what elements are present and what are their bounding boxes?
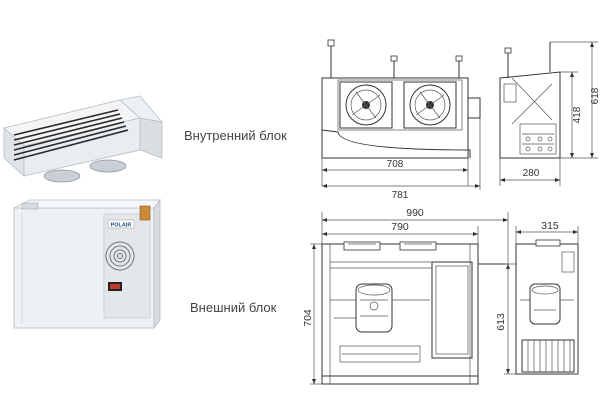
dim-outdoor-790: 790	[391, 221, 409, 233]
dim-outdoor-704: 704	[302, 309, 314, 327]
indoor-unit-photo	[3, 95, 164, 183]
dim-indoor-280: 280	[523, 168, 540, 179]
outdoor-fan-grille	[105, 241, 135, 271]
indoor-side-drawing: 280 418 618	[499, 41, 600, 186]
indoor-front-drawing: 708 781	[321, 39, 481, 201]
dim-indoor-418: 418	[572, 106, 583, 123]
indoor-grille	[13, 109, 129, 161]
outdoor-unit-label: Внешний блок	[190, 300, 277, 315]
dim-outdoor-990: 990	[406, 207, 424, 219]
dim-outdoor-613: 613	[495, 313, 507, 331]
dim-indoor-618: 618	[590, 87, 600, 104]
dim-outdoor-315: 315	[541, 220, 559, 232]
indoor-unit-label: Внутренний блок	[184, 128, 287, 143]
indoor-fan-left	[339, 81, 393, 129]
outdoor-side-drawing: 315 613	[495, 220, 579, 375]
brand-label: POLAIR	[111, 223, 132, 229]
outdoor-front-drawing: 990 790	[302, 207, 509, 385]
dim-indoor-781: 781	[392, 190, 409, 201]
dim-indoor-708: 708	[387, 159, 404, 170]
compressor-front	[355, 283, 393, 333]
indoor-fan-right	[403, 81, 457, 129]
outdoor-unit-photo: POLAIR	[13, 198, 161, 330]
